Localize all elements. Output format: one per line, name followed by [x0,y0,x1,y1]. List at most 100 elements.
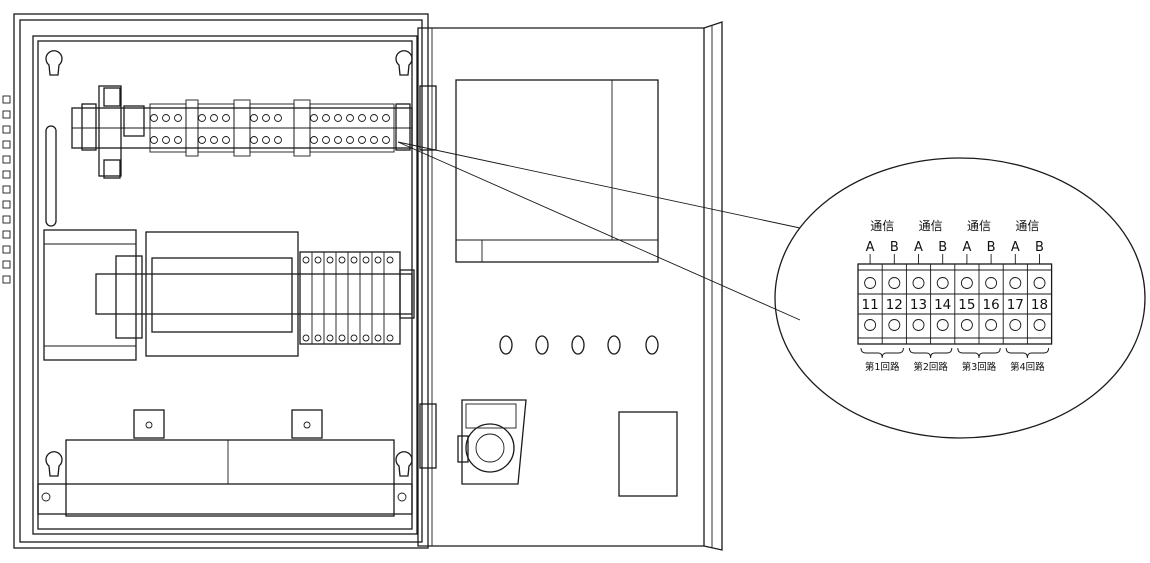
breaker-screw [326,256,334,264]
breaker-screw [314,256,322,264]
comm-label: 通信 [967,219,991,233]
terminal-screw [346,136,354,144]
terminal-screw-top [1033,277,1046,289]
ab-label: A [962,240,971,255]
terminal-screw-bottom [985,319,998,331]
terminal-screw [162,136,170,144]
terminal-screw [358,114,366,122]
terminal-screw [210,136,218,144]
ab-label: B [987,240,996,255]
terminal-screw [310,136,318,144]
top-terminal-rail [71,85,413,179]
terminal-screw [150,114,158,122]
terminal-screw-top [912,277,925,289]
terminal-screw-top [864,277,877,289]
circuit-brace [1005,347,1050,359]
terminal-screw [250,136,258,144]
terminal-screw [382,136,390,144]
breaker-screw [338,334,346,342]
keyhole-mounting-holes [45,50,413,477]
vertical-slot [45,125,57,227]
ab-label: A [866,240,875,255]
breaker-screw [338,256,346,264]
comm-label: 通信 [870,219,894,233]
breaker-screw [350,256,358,264]
terminal-screw [262,136,270,144]
breaker-screw [386,256,394,264]
terminal-screw [222,114,230,122]
terminal-screw [322,114,330,122]
terminal-screw [198,114,206,122]
ab-label: A [1011,240,1020,255]
callout-leader-lines [397,141,801,321]
breaker-screw [350,334,358,342]
circuit-brace [860,347,904,359]
circuit-brace [908,347,953,359]
din-rail-devices [43,229,415,361]
cabinet-door [417,21,723,551]
terminal-screw [310,114,318,122]
terminal-number: 14 [934,297,951,313]
breaker-screws [302,256,394,342]
terminal-screw-bottom [888,319,901,331]
terminal-number: 13 [910,297,927,313]
terminal-screw [222,136,230,144]
top-terminal-screws [150,114,390,144]
terminal-number: 12 [886,297,903,313]
terminal-screw [162,114,170,122]
terminal-screw-bottom [960,319,973,331]
circuit-brace [957,347,1001,359]
terminal-screw [346,114,354,122]
terminal-screw-top [936,277,949,289]
cabinet-body [13,13,429,549]
terminal-screw [210,114,218,122]
terminal-screw [370,114,378,122]
terminal-screw [250,114,258,122]
terminal-screw-bottom [936,319,949,331]
circuit-label: 第3回路 [962,361,997,373]
breaker-screw [326,334,334,342]
terminal-screw [358,136,366,144]
terminal-screw [174,114,182,122]
terminal-screw [150,136,158,144]
breaker-screw [362,334,370,342]
terminal-number: 17 [1007,297,1024,313]
terminal-screw-bottom [1009,319,1022,331]
terminal-screw-top [985,277,998,289]
breaker-screw [302,334,310,342]
breaker-screw [314,334,322,342]
breaker-screw [302,256,310,264]
comm-label: 通信 [919,219,943,233]
terminal-number: 15 [958,297,975,313]
side-cable-glands [2,95,11,284]
terminal-screw [382,114,390,122]
comm-label: 通信 [1015,219,1039,233]
ab-label: B [1035,240,1044,255]
bottom-cable-duct [37,409,413,517]
terminal-screw [370,136,378,144]
breaker-screw [374,334,382,342]
ab-label: B [890,240,899,255]
breaker-screw [374,256,382,264]
terminal-screw-bottom [912,319,925,331]
terminal-screw [274,114,282,122]
terminal-screw [322,136,330,144]
circuit-label: 第2回路 [913,361,948,373]
terminal-screw-top [888,277,901,289]
terminal-screw [262,114,270,122]
ab-label: B [938,240,947,255]
breaker-screw [362,256,370,264]
terminal-screw-top [1009,277,1022,289]
terminal-screw-bottom [1033,319,1046,331]
terminal-screw [334,114,342,122]
terminal-screw [174,136,182,144]
terminal-screw [198,136,206,144]
circuit-label: 第1回路 [865,361,900,373]
terminal-screw-bottom [864,319,877,331]
terminal-screw-top [960,277,973,289]
callout-bubble [774,157,1146,439]
breaker-screw [386,334,394,342]
terminal-number: 18 [1031,297,1048,313]
